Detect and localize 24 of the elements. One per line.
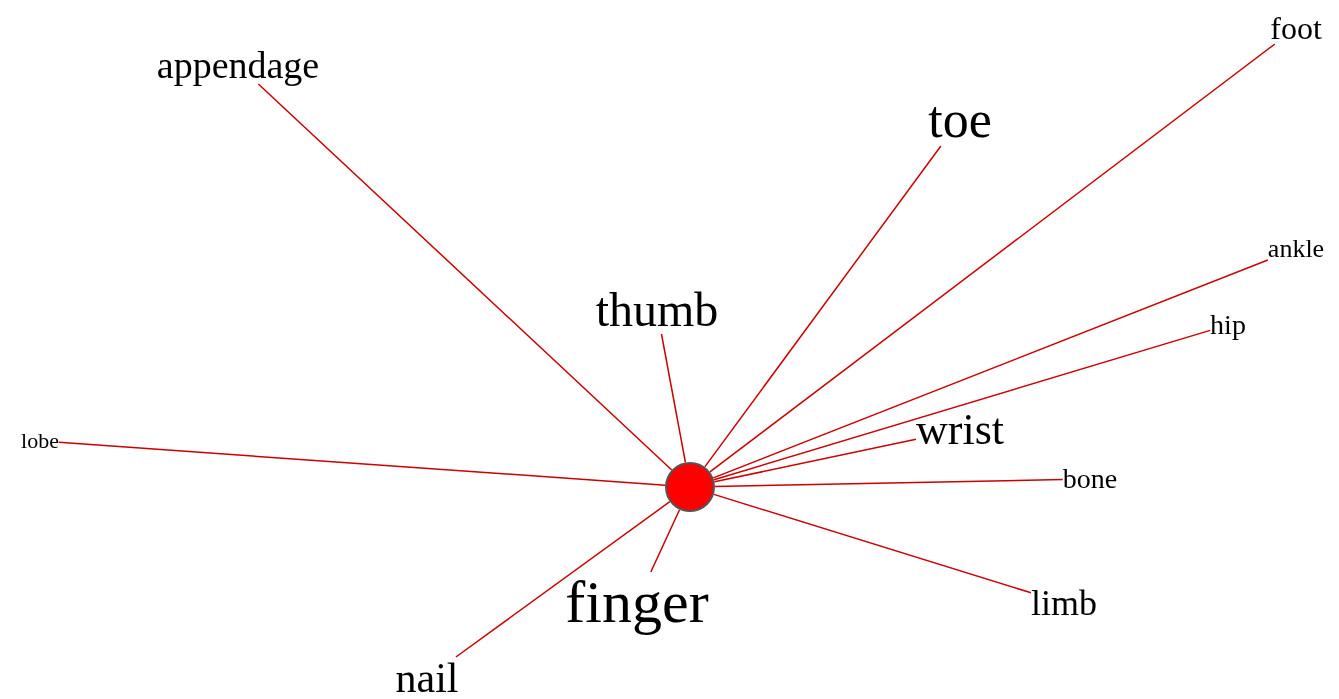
connector-line <box>713 329 1211 481</box>
connector-line <box>712 259 1269 479</box>
connector-line <box>58 441 666 486</box>
connector-line <box>257 83 673 471</box>
connector-line <box>713 438 917 483</box>
word-label: limb <box>1031 585 1097 621</box>
word-label: nail <box>395 657 459 699</box>
connector-line <box>660 333 687 464</box>
word-label: thumb <box>595 286 719 334</box>
word-label: toe <box>928 94 992 146</box>
connector-line <box>709 43 1276 473</box>
connector-line <box>704 145 942 468</box>
connector-line <box>713 493 1032 594</box>
connector-line <box>714 478 1064 488</box>
word-label: bone <box>1062 465 1118 493</box>
connector-line <box>455 500 671 658</box>
word-label: lobe <box>21 430 59 452</box>
connector-line <box>650 508 681 573</box>
word-label: wrist <box>916 408 1004 452</box>
word-label: hip <box>1210 311 1246 339</box>
word-label: foot <box>1270 12 1322 44</box>
word-label: ankle <box>1267 236 1325 262</box>
circle-node <box>665 462 715 512</box>
word-label: appendage <box>156 46 320 84</box>
